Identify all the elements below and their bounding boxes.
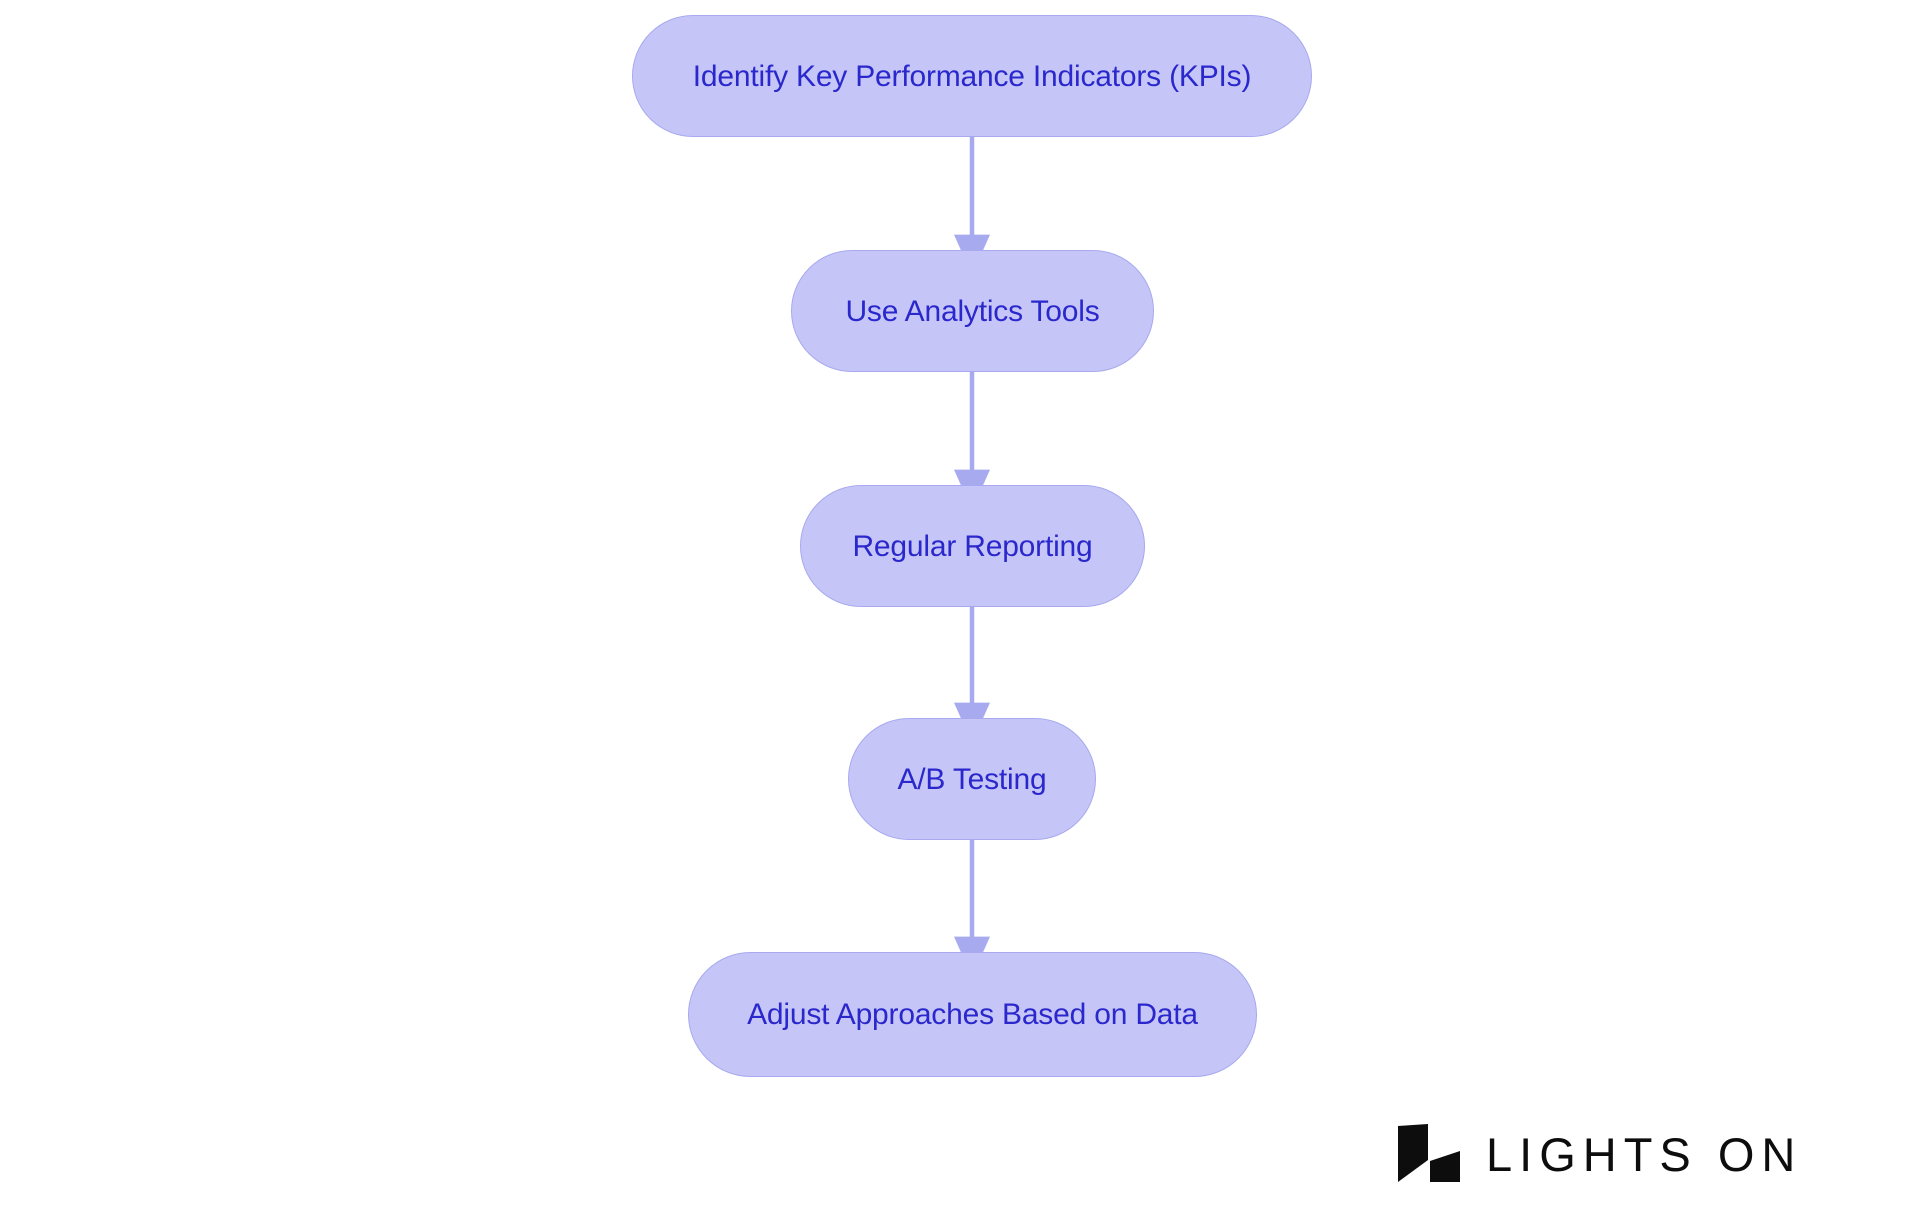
flow-node-ab-testing[interactable]: A/B Testing <box>848 718 1096 840</box>
flow-node-identify-kpis[interactable]: Identify Key Performance Indicators (KPI… <box>632 15 1312 137</box>
brand-wordmark: LIGHTS ON <box>1486 1127 1803 1181</box>
flow-node-label: Identify Key Performance Indicators (KPI… <box>692 59 1252 93</box>
flow-node-adjust-approaches[interactable]: Adjust Approaches Based on Data <box>688 952 1257 1077</box>
brand-logo: LIGHTS ON <box>1398 1124 1802 1184</box>
flow-node-label: A/B Testing <box>897 762 1047 796</box>
flow-node-label: Use Analytics Tools <box>845 294 1100 328</box>
flow-node-label: Regular Reporting <box>852 529 1093 563</box>
flow-node-label: Adjust Approaches Based on Data <box>747 998 1198 1031</box>
flow-node-regular-reporting[interactable]: Regular Reporting <box>800 485 1145 607</box>
flow-node-use-analytics-tools[interactable]: Use Analytics Tools <box>791 250 1154 372</box>
lights-on-mark-icon <box>1398 1124 1460 1182</box>
